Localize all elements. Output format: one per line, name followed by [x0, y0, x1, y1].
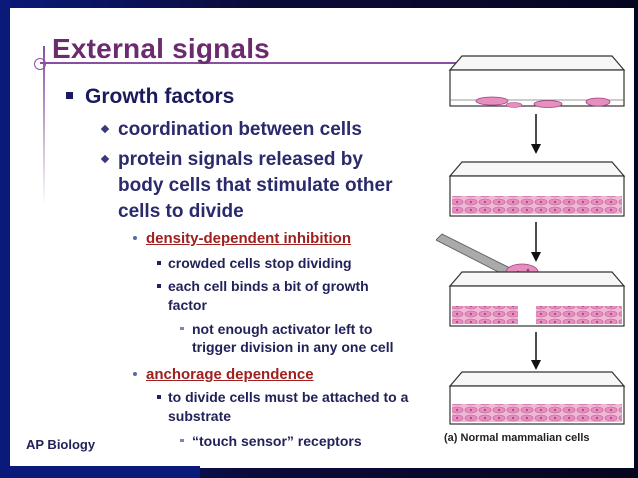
protein-signals-line-2: body cells that stimulate other [118, 175, 393, 196]
bullet-touch-sensor: “touch sensor” receptors [180, 432, 362, 450]
culture-dish-icon [448, 271, 626, 327]
not-enough-line-1: not enough activator left to [192, 321, 373, 337]
title-underline [40, 62, 470, 64]
crowded-cells-text: crowded cells stop dividing [168, 255, 352, 271]
bottom-bar [0, 466, 200, 478]
arrow-down-icon [531, 114, 541, 154]
title-vertical-rule [43, 46, 45, 206]
small-bullet-icon [157, 261, 161, 265]
culture-dish-icon [448, 55, 626, 108]
bullet-growth-factors: Growth factors [66, 85, 234, 109]
coordination-text: coordination between cells [118, 119, 362, 140]
each-cell-line-1: each cell binds a bit of growth [168, 278, 369, 294]
bullet-each-cell: each cell binds a bit of growth factor [157, 277, 369, 315]
bullet-crowded-cells: crowded cells stop dividing [157, 254, 352, 273]
to-divide-line-1: to divide cells must be attached to a [168, 389, 409, 405]
to-divide-line-2: substrate [168, 408, 232, 424]
footer-label: AP Biology [26, 437, 96, 452]
culture-dish-icon [448, 371, 626, 425]
not-enough-line-2: trigger division in any one cell [192, 339, 394, 355]
dash-bullet-icon [180, 439, 184, 442]
slide-title: External signals [52, 33, 270, 64]
touch-sensor-text: “touch sensor” receptors [192, 433, 362, 449]
bullet-not-enough-activator: not enough activator left to trigger div… [180, 320, 394, 356]
arrow-down-icon [531, 332, 541, 370]
crosshair-icon [34, 58, 46, 70]
culture-dish-icon [448, 161, 626, 217]
protein-signals-line-3: cells to divide [118, 201, 244, 222]
dot-bullet-icon [133, 372, 137, 376]
bullet-protein-signals: protein signals released by body cells t… [100, 147, 393, 225]
density-dependent-heading: density-dependent inhibition [133, 230, 351, 247]
square-bullet-icon [66, 92, 73, 99]
anchorage-dependence-text: anchorage dependence [146, 366, 314, 383]
growth-factors-text: Growth factors [85, 85, 235, 108]
cell-culture-diagram [436, 55, 626, 425]
small-bullet-icon [157, 395, 161, 399]
bullet-coordination: coordination between cells [100, 117, 362, 143]
density-dependent-text: density-dependent inhibition [146, 230, 351, 247]
arrow-down-icon [531, 222, 541, 262]
small-bullet-icon [157, 284, 161, 288]
protein-signals-line-1: protein signals released by [118, 149, 363, 170]
figure-caption: (a) Normal mammalian cells [444, 432, 590, 444]
anchorage-dependence-heading: anchorage dependence [133, 366, 314, 383]
bullet-to-divide: to divide cells must be attached to a su… [157, 388, 409, 426]
dot-bullet-icon [133, 236, 137, 240]
dash-bullet-icon [180, 327, 184, 330]
each-cell-line-2: factor [168, 297, 207, 313]
